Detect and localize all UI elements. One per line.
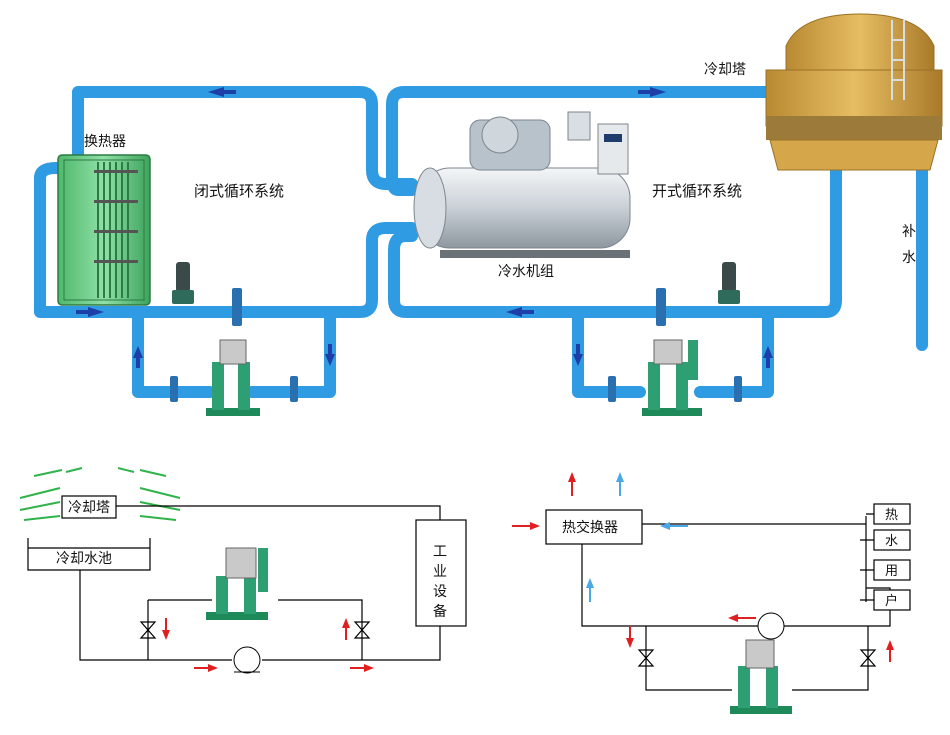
- arrow-left-open-bottom: [506, 307, 534, 317]
- label-chiller: 冷水机组: [498, 264, 554, 280]
- top-valves: [170, 288, 742, 402]
- label-makeup-water-2: 水: [902, 250, 916, 266]
- bottom-right-pump: [757, 612, 785, 640]
- label-closed-loop: 闭式循环系统: [194, 182, 284, 200]
- label-equipment-4: 备: [433, 603, 447, 620]
- label-user-1: 热: [885, 508, 898, 523]
- label-equipment-3: 设: [433, 584, 447, 600]
- arrow-down-closed-side: [325, 344, 335, 366]
- cooling-tower-top: [765, 13, 943, 171]
- bottom-right-treatment: [730, 639, 792, 714]
- label-equipment-1: 工: [433, 544, 447, 560]
- label-equipment-2: 业: [433, 564, 447, 580]
- label-user-2: 水: [885, 534, 898, 549]
- heat-exchanger-box: [545, 509, 643, 545]
- label-user-3: 用: [885, 564, 898, 579]
- label-makeup-water-1: 补: [902, 224, 916, 240]
- pump-closed-loop: [172, 262, 194, 304]
- tower-box: [61, 495, 117, 519]
- label-user-4: 户: [885, 593, 898, 609]
- label-open-loop: 开式循环系统: [652, 182, 742, 200]
- bottom-right-arrows: [512, 472, 894, 662]
- closed-loop-top-pipe: [72, 86, 418, 190]
- closed-loop-bottom-pipe: [34, 172, 418, 318]
- closed-side-loop: [132, 312, 336, 398]
- label-heat-exchanger: 换热器: [84, 133, 126, 150]
- treatment-unit-closed: [206, 339, 260, 416]
- arrow-down-open-side: [573, 344, 583, 366]
- bottom-right-schematic: [545, 503, 911, 691]
- bottom-left-valves: [139, 621, 371, 639]
- bottom-left-arrows: [162, 618, 374, 672]
- plate-heat-exchanger: [57, 154, 151, 306]
- open-side-loop: [572, 312, 774, 398]
- label-cooling-tower: 冷却塔: [704, 62, 746, 78]
- equipment-box: [415, 519, 467, 627]
- bottom-left-pump: [233, 646, 261, 674]
- arrow-up-open-side: [763, 346, 773, 368]
- pump-open-loop: [718, 262, 740, 304]
- bottom-left-treatment: [206, 547, 268, 620]
- top-flow-arrows: [76, 87, 773, 368]
- label-cooling-pool: 冷却水池: [56, 551, 112, 567]
- arrow-up-closed-side: [133, 346, 143, 368]
- treatment-unit-open: [642, 339, 702, 416]
- hx-left-pipe: [34, 162, 74, 184]
- arrow-right-closed-bottom: [76, 307, 104, 317]
- arrow-right-open-top: [638, 87, 666, 97]
- open-loop-bottom-pipe: [388, 164, 842, 318]
- arrow-left-closed-top: [208, 87, 236, 97]
- chiller-unit: [413, 111, 631, 258]
- bottom-right-valves: [637, 649, 877, 667]
- label-br-heat-exchanger: 热交换器: [562, 519, 618, 536]
- pool-outline: [27, 538, 151, 571]
- label-bl-cooling-tower: 冷却塔: [68, 500, 110, 516]
- open-loop-top-pipe: [386, 86, 776, 196]
- bottom-left-schematic: [19, 467, 467, 661]
